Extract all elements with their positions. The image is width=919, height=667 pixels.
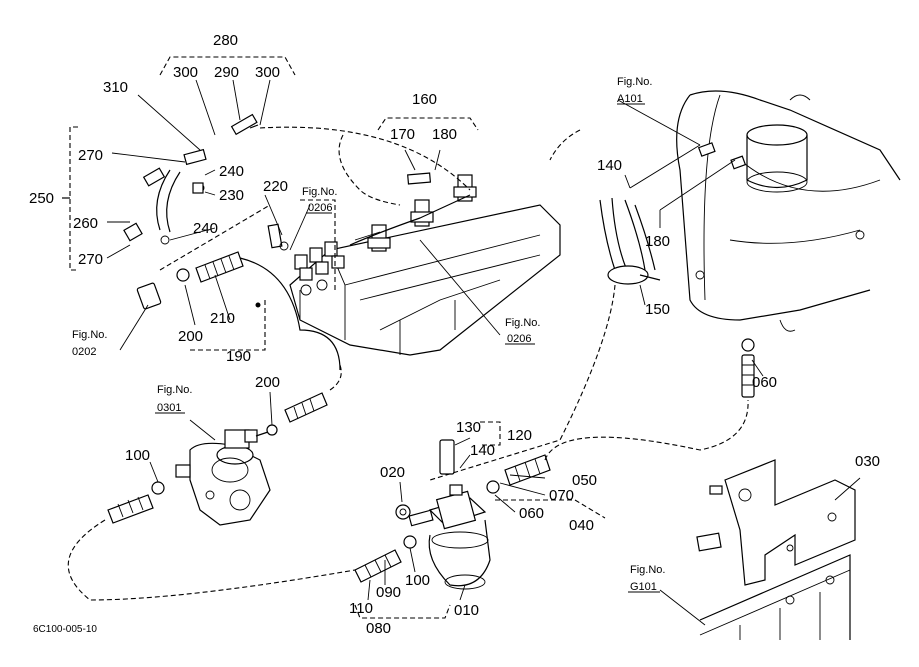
label-240: 240 [193, 220, 218, 237]
label-260: 260 [73, 215, 98, 232]
drawing-code: 6C100-005-10 [33, 624, 97, 635]
part-labels: 280 300 290 300 310 270 240 230 250 220 … [29, 32, 880, 637]
fig-ref-0206: 0206 [308, 202, 332, 214]
label-300: 300 [255, 64, 280, 81]
fig-ref-prefix: Fig.No. [302, 186, 337, 198]
label-010: 010 [454, 602, 479, 619]
label-220: 220 [263, 178, 288, 195]
label-060: 060 [752, 374, 777, 391]
label-200: 200 [178, 328, 203, 345]
engine-block [289, 172, 561, 356]
label-140: 140 [470, 442, 495, 459]
label-120: 120 [507, 427, 532, 444]
frame-g101 [699, 554, 851, 640]
label-130: 130 [456, 419, 481, 436]
fuel-filter [354, 399, 749, 590]
bracket-030 [696, 459, 856, 586]
label-210: 210 [210, 310, 235, 327]
label-060: 060 [519, 505, 544, 522]
label-070: 070 [549, 487, 574, 504]
fig-ref-prefix: Fig.No. [505, 317, 540, 329]
label-290: 290 [214, 64, 239, 81]
label-250: 250 [29, 190, 54, 207]
hose-assembly-190 [136, 223, 341, 371]
feed-pump [175, 364, 342, 526]
label-280: 280 [213, 32, 238, 49]
label-310: 310 [103, 79, 128, 96]
label-080: 080 [366, 620, 391, 637]
label-140: 140 [597, 157, 622, 174]
label-240: 240 [219, 163, 244, 180]
fig-ref-g101: G101 [630, 581, 657, 593]
label-300: 300 [173, 64, 198, 81]
label-100: 100 [125, 447, 150, 464]
fig-ref-prefix: Fig.No. [630, 564, 665, 576]
label-270: 270 [78, 147, 103, 164]
label-110: 110 [349, 600, 373, 617]
label-160: 160 [412, 91, 437, 108]
leader-lines [106, 79, 861, 626]
fig-ref-0206: 0206 [507, 333, 531, 345]
label-180: 180 [645, 233, 670, 250]
label-050: 050 [572, 472, 597, 489]
label-190: 190 [226, 348, 251, 365]
fuel-tank [676, 90, 901, 332]
right-hoses [429, 144, 755, 481]
label-020: 020 [380, 464, 405, 481]
label-030: 030 [855, 453, 880, 470]
fig-ref-0202: 0202 [72, 346, 96, 358]
label-270: 270 [78, 251, 103, 268]
group-brackets [62, 56, 606, 619]
fig-ref-prefix: Fig.No. [157, 384, 192, 396]
return-hoses [123, 113, 471, 245]
fig-ref-prefix: Fig.No. [72, 329, 107, 341]
label-150: 150 [645, 301, 670, 318]
fig-ref-a101: A101 [617, 93, 643, 105]
label-170: 170 [390, 126, 415, 143]
fig-ref-0301: 0301 [157, 402, 181, 414]
label-090: 090 [376, 584, 401, 601]
label-040: 040 [569, 517, 594, 534]
bottom-left-hose [67, 481, 356, 601]
label-200: 200 [255, 374, 280, 391]
figure-references: Fig.No. A101 Fig.No. 0206 Fig.No. 0206 F… [72, 76, 665, 593]
fig-ref-prefix: Fig.No. [617, 76, 652, 88]
label-100: 100 [405, 572, 430, 589]
label-230: 230 [219, 187, 244, 204]
label-180: 180 [432, 126, 457, 143]
